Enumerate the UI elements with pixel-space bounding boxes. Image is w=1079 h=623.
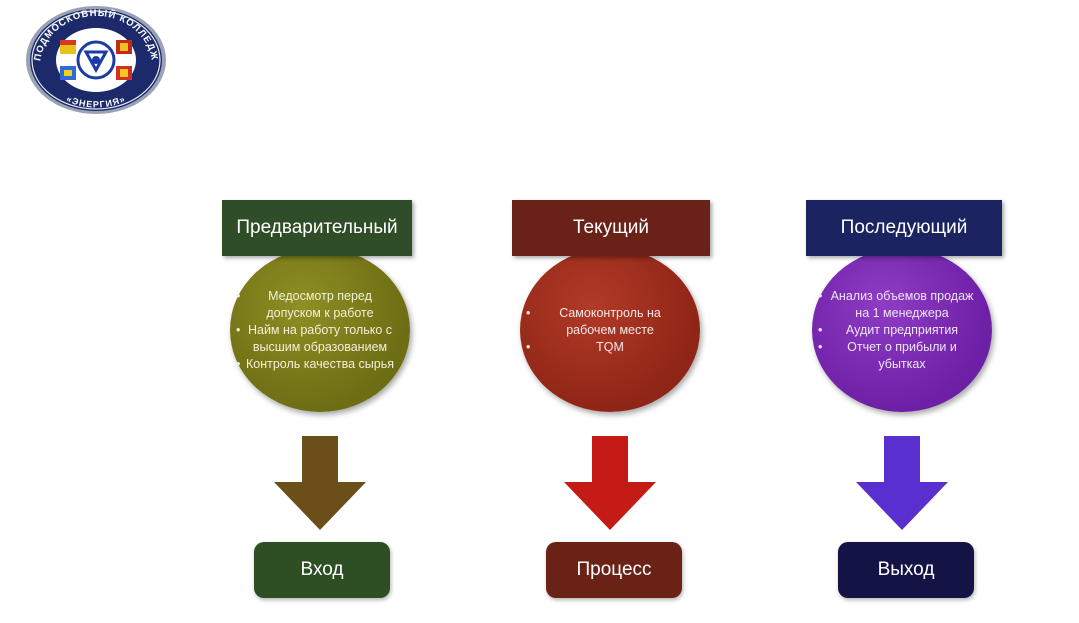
output-box-process: Процесс [546,542,682,598]
column-subsequent: Последующий •Анализ объемов продаж на 1 … [806,200,1006,610]
list-item: •Самоконтроль на рабочем месте [526,305,661,337]
circle-subsequent: •Анализ объемов продаж на 1 менеджера •А… [812,248,992,412]
list-item: •Отчет о прибыли и убытках [818,339,957,371]
header-preliminary: Предварительный [222,200,412,256]
logo-emblem: ПОДМОСКОВНЫЙ КОЛЛЕДЖ «ЭНЕРГИЯ» [26,6,166,114]
header-subsequent: Последующий [806,200,1002,256]
college-logo: ПОДМОСКОВНЫЙ КОЛЛЕДЖ «ЭНЕРГИЯ» [24,4,168,116]
list-item: •Контроль качества сырья [236,356,395,371]
output-box-output: Выход [838,542,974,598]
list-item: •Аудит предприятия [818,322,959,337]
list-preliminary: •Медосмотр перед допуском к работе •Найм… [230,288,410,373]
down-arrow-icon [856,436,948,530]
list-item: •Найм на работу только с высшим образова… [236,322,393,354]
header-current: Текущий [512,200,710,256]
column-current: Текущий •Самоконтроль на рабочем месте •… [512,200,712,610]
down-arrow-icon [564,436,656,530]
column-preliminary: Предварительный •Медосмотр перед допуско… [220,200,420,610]
list-item: •Анализ объемов продаж на 1 менеджера [818,288,974,320]
list-current: •Самоконтроль на рабочем месте •TQM [520,305,700,356]
circle-current: •Самоконтроль на рабочем месте •TQM [520,248,700,412]
list-subsequent: •Анализ объемов продаж на 1 менеджера •А… [812,288,992,373]
list-item: •Медосмотр перед допуском к работе [236,288,374,320]
down-arrow-icon [274,436,366,530]
circle-preliminary: •Медосмотр перед допуском к работе •Найм… [230,248,410,412]
list-item: •TQM [526,339,624,354]
output-box-input: Вход [254,542,390,598]
